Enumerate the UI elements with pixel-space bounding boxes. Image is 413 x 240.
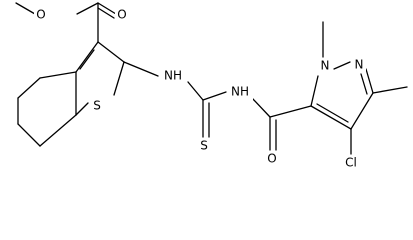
atom-n1-pyrazole: N xyxy=(318,58,332,74)
svg-text:O: O xyxy=(36,8,45,22)
atom-n2-pyrazole: N xyxy=(352,57,366,73)
bond-n2-c3-b xyxy=(360,73,368,95)
bond-c3a-c4 xyxy=(39,71,77,79)
bond-carbonyl-oxygen-a xyxy=(97,2,117,15)
bond-c3-c3a-b xyxy=(79,49,95,70)
atom-o-amide: O xyxy=(265,151,279,167)
bond-c6-c7 xyxy=(17,123,41,147)
bond-c2-nh xyxy=(123,61,159,77)
atom-cl: Cl xyxy=(341,155,361,171)
atom-nh-right: NH xyxy=(227,84,253,100)
atom-nh-left: NH xyxy=(160,68,186,84)
svg-text:Cl: Cl xyxy=(345,156,357,170)
svg-text:N: N xyxy=(321,59,330,73)
bond-n2-c3-a xyxy=(365,68,374,94)
bond-carbonyl-oxygen-b xyxy=(97,7,115,19)
svg-text:O: O xyxy=(117,8,126,22)
bond-n1-n2 xyxy=(333,61,351,70)
chemical-structure: O O S NH NH S O N xyxy=(15,2,408,171)
bond-c3-c2 xyxy=(97,41,125,63)
svg-text:O: O xyxy=(267,152,276,166)
bond-nh-cthio xyxy=(187,81,204,101)
atom-s-thiophene: S xyxy=(90,98,104,114)
bond-camide-c5 xyxy=(269,105,312,118)
bond-c7-c7a xyxy=(39,114,77,147)
bond-s-c7a xyxy=(75,102,89,116)
svg-text:NH: NH xyxy=(164,69,182,83)
bond-c4-c5-a xyxy=(310,105,352,130)
atom-labels: O O S NH NH S O N xyxy=(34,7,366,171)
bond-nh-camide xyxy=(251,97,271,118)
bonds xyxy=(15,2,408,155)
atom-o-ester-double: O xyxy=(115,7,129,23)
bond-c5-n1 xyxy=(310,75,319,107)
svg-text:NH: NH xyxy=(231,85,249,99)
atom-o-ester-single: O xyxy=(34,7,48,23)
svg-text:S: S xyxy=(200,139,208,153)
svg-text:S: S xyxy=(93,99,101,113)
bond-c4-c5-b xyxy=(316,103,349,123)
bond-cthio-nh xyxy=(202,91,227,101)
bond-c3-methyl xyxy=(372,86,408,94)
bond-c2-s xyxy=(113,61,125,96)
svg-text:N: N xyxy=(355,58,364,72)
bond-c3-c4 xyxy=(350,92,374,130)
bond-o-carbonyl xyxy=(76,2,99,15)
atom-s-thione: S xyxy=(197,138,211,154)
bond-c4-c5 xyxy=(17,77,41,99)
bond-c3-c3a-a xyxy=(75,41,99,73)
bond-methyl-o xyxy=(15,2,36,15)
